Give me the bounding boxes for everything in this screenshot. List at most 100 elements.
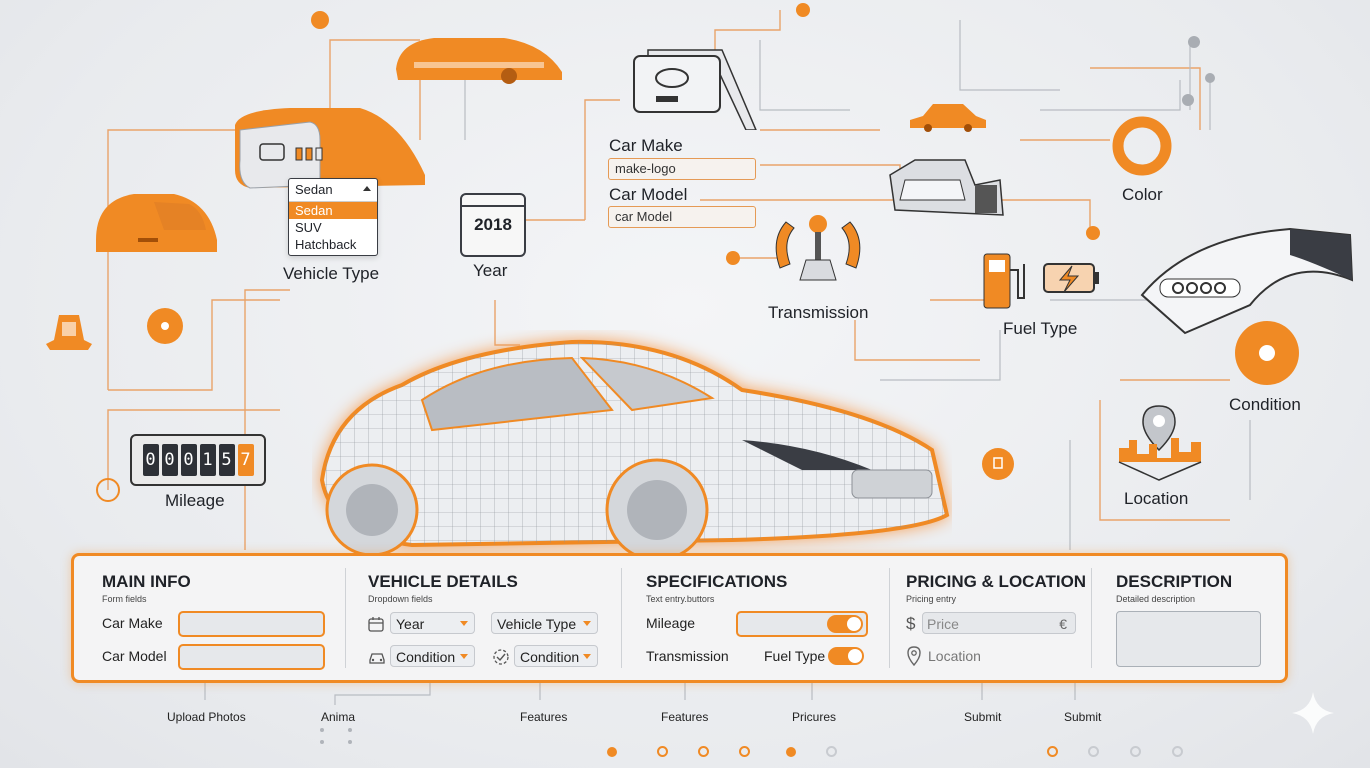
main-info-title: MAIN INFO (102, 572, 191, 591)
location-small-icon (907, 646, 921, 666)
check-gauge-icon (493, 649, 509, 665)
dollar-icon: $ (906, 614, 916, 633)
mileage-label: Mileage (165, 491, 225, 510)
main-info-subtitle: Form fields (102, 594, 147, 604)
location-pin-icon (1118, 405, 1202, 481)
car-model-label: Car Model (609, 185, 688, 204)
year-value: 2018 (474, 215, 512, 234)
fuel-pump-icon (983, 253, 1099, 309)
mileage-toggle[interactable] (827, 615, 863, 633)
car-small-icon (369, 653, 385, 664)
odometer-digit: 7 (237, 444, 254, 476)
color-wheel-icon (1112, 116, 1172, 176)
dropdown-selected[interactable]: Sedan (289, 179, 377, 202)
pager-dot[interactable] (739, 746, 750, 757)
dropdown-selected-text: Sedan (295, 182, 333, 197)
pictures-link[interactable]: Pricures (792, 710, 837, 724)
pager-dot (320, 728, 324, 732)
section-divider (621, 568, 622, 668)
specifications-title: SPECIFICATIONS (646, 572, 788, 591)
car-make-field-label: Car Make (102, 615, 163, 631)
price-input[interactable]: Price € (922, 612, 1076, 634)
listing-form-panel: MAIN INFO Form fields Car Make Car Model… (71, 553, 1288, 683)
vehicle-type-dropdown[interactable]: Sedan Sedan SUV Hatchback (288, 178, 378, 256)
pager-dot[interactable] (1130, 746, 1141, 757)
car-make-mini-input[interactable]: make-logo (608, 158, 756, 180)
car-hood-icon (1140, 227, 1354, 335)
pager-dot (348, 740, 352, 744)
description-textarea[interactable] (1116, 611, 1261, 667)
submit-link[interactable]: Submit (964, 710, 1002, 724)
price-placeholder: Price (927, 616, 959, 632)
car-front-icon (96, 194, 217, 252)
pager-dot[interactable] (657, 746, 668, 757)
chevron-down-icon (460, 621, 468, 626)
specifications-subtitle: Text entry.buttors (646, 594, 715, 604)
pager-dot[interactable] (1047, 746, 1058, 757)
toggle-knob (848, 649, 862, 663)
caret-up-icon (363, 186, 371, 191)
chevron-down-icon (583, 654, 591, 659)
dropdown-option-sedan[interactable]: Sedan (289, 202, 377, 219)
odometer-digit: 0 (180, 444, 197, 476)
pager-dot[interactable] (1172, 746, 1183, 757)
vehicle-type-select-text: Vehicle Type (497, 616, 577, 632)
pager-dot[interactable] (1088, 746, 1099, 757)
small-car-icon (910, 104, 986, 132)
gear-shifter-icon (775, 215, 861, 281)
condition-select-1[interactable]: Condition (390, 645, 475, 667)
year-select-text: Year (396, 616, 425, 632)
car-model-field-label: Car Model (102, 648, 167, 664)
calendar-icon: 2018 (460, 193, 526, 257)
location-label: Location (1124, 489, 1189, 508)
odometer-digit: 0 (142, 444, 159, 476)
car-make-label: Car Make (609, 136, 683, 155)
condition-select-2[interactable]: Condition (514, 645, 598, 667)
submit-link-2[interactable]: Submit (1064, 710, 1102, 724)
fuel-type-toggle[interactable] (828, 647, 864, 665)
chevron-down-icon (460, 654, 468, 659)
specifications-section: SPECIFICATIONS Text entry.buttors Mileag… (622, 556, 888, 680)
odometer-digit: 5 (218, 444, 235, 476)
odometer-digit: 0 (161, 444, 178, 476)
pager-dot-active[interactable] (607, 747, 617, 757)
car-make-input[interactable] (178, 611, 325, 637)
year-select[interactable]: Year (390, 612, 475, 634)
upload-photos-link[interactable]: Upload Photos (167, 710, 246, 724)
features-link[interactable]: Features (520, 710, 568, 724)
pager-dot[interactable] (826, 746, 837, 757)
toggle-knob (847, 617, 861, 631)
pager-dot[interactable] (786, 747, 796, 757)
pager-dot[interactable] (698, 746, 709, 757)
location-placeholder[interactable]: Location (928, 648, 981, 664)
dropdown-option-hatchback[interactable]: Hatchback (295, 237, 357, 252)
description-title: DESCRIPTION (1116, 572, 1233, 591)
pricing-location-section: PRICING & LOCATION Pricing entry $ Price… (890, 556, 1090, 680)
car-part-icon (889, 159, 1004, 216)
section-divider (345, 568, 346, 668)
wireframe-car-icon (319, 339, 950, 555)
anima-link[interactable]: Anima (321, 710, 356, 724)
car-make-logo-icon (633, 49, 757, 130)
vehicle-details-title: VEHICLE DETAILS (368, 572, 518, 591)
car-seat-icon (46, 315, 92, 350)
car-body-icon (235, 108, 425, 189)
transmission-label: Transmission (768, 303, 869, 322)
vehicle-type-select[interactable]: Vehicle Type (491, 612, 598, 634)
fuel-type-field-label: Fuel Type (764, 648, 826, 664)
description-subtitle: Detailed description (1116, 594, 1196, 604)
car-model-input[interactable] (178, 644, 325, 670)
dropdown-option-suv[interactable]: SUV (295, 220, 322, 235)
mileage-field-label: Mileage (646, 615, 696, 631)
pricing-subtitle: Pricing entry (906, 594, 957, 604)
description-section: DESCRIPTION Detailed description (1092, 556, 1282, 680)
condition-label: Condition (1229, 395, 1301, 414)
euro-icon: € (1059, 616, 1067, 632)
year-label: Year (473, 261, 508, 280)
features-link-2[interactable]: Features (661, 710, 709, 724)
vehicle-details-subtitle: Dropdown fields (368, 594, 433, 604)
section-divider (1091, 568, 1092, 668)
odometer-digit: 1 (199, 444, 216, 476)
car-model-mini-input[interactable]: car Model (608, 206, 756, 228)
pricing-title: PRICING & LOCATION (906, 572, 1087, 591)
